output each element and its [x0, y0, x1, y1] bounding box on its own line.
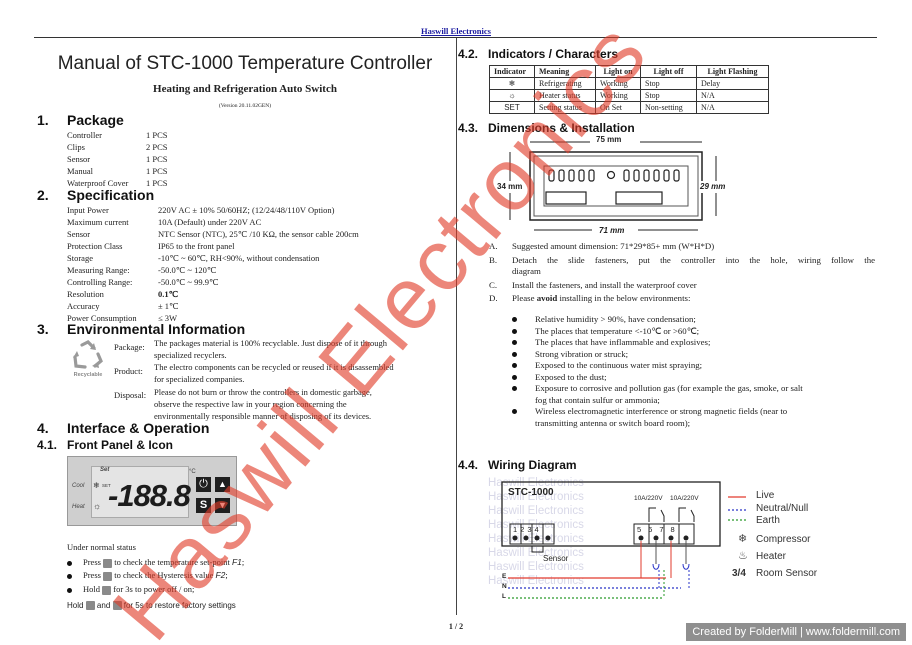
relay-2-rating: 10A/220V — [670, 495, 699, 502]
column-divider — [456, 38, 457, 615]
list-item: Exposure to corrosive and pollution gas … — [512, 383, 875, 395]
dim-height-left: 34 mm — [497, 182, 523, 191]
instr-hysteresis: Press to check the Hysteresis value F2; — [67, 570, 228, 581]
env-product-label: Product: — [114, 366, 143, 376]
env-package-text: The packages material is 100% recyclable… — [154, 338, 387, 348]
instr-setpoint: Press to check the temperature set-point… — [67, 557, 244, 568]
recycle-icon: Recyclable — [70, 340, 106, 378]
up-button[interactable]: ▲ — [215, 477, 230, 492]
line-n-label: N — [502, 583, 507, 590]
panel-heat-label: Heat — [72, 504, 85, 510]
up-key-icon — [103, 558, 113, 568]
env-disposal-text-2: observe the respective law in your regio… — [154, 399, 347, 409]
install-steps: A.Suggested amount dimension: 71*29*85+ … — [489, 241, 875, 303]
section-indicators: 4.2.Indicators / Characters — [458, 47, 619, 61]
doc-subtitle: Heating and Refrigeration Auto Switch — [153, 83, 337, 95]
normal-status: Under normal status — [67, 542, 136, 552]
dim-height-right: 29 mm — [700, 182, 726, 191]
sensor-label: Sensor — [543, 554, 569, 563]
env-product-text-2: for specialized companies. — [154, 374, 245, 384]
section-interface: 4.Interface & Operation — [37, 420, 210, 436]
legend-room-sensor: Room Sensor — [756, 568, 818, 579]
env-disposal-label: Disposal: — [114, 390, 147, 400]
down-key-icon — [112, 601, 122, 611]
lcd-display — [91, 466, 189, 518]
panel-set-small: SET — [102, 483, 111, 488]
section-dimensions: 4.3.Dimensions & Installation — [458, 121, 635, 135]
header-rule — [34, 37, 877, 38]
list-item: Exposed to the dust; — [512, 372, 875, 384]
legend-neutral: Neutral/Null — [756, 503, 809, 514]
set-button[interactable]: S — [196, 498, 211, 513]
instr-power: Hold for 3s to power off / on; — [67, 584, 194, 595]
down-button[interactable]: ▼ — [215, 498, 230, 513]
doc-title: Manual of STC-1000 Temperature Controlle… — [57, 53, 433, 74]
foldermill-footer[interactable]: Created by FolderMill | www.foldermill.c… — [686, 623, 906, 641]
list-item: Exposed to the continuous water mist spr… — [512, 360, 875, 372]
panel-cool-label: Cool — [72, 483, 85, 489]
env-package-text-2: specialized recyclers. — [154, 350, 227, 360]
list-item: The places that have inflammable and exp… — [512, 337, 875, 349]
dim-width-bottom: 71 mm — [599, 226, 625, 235]
terminals-5-8: 5678 — [637, 525, 682, 534]
front-panel: Set Cool Heat ❄ SET ☼ -188.8 °C ⏻ ▲ S ▼ — [67, 456, 237, 526]
section-package: 1.Package — [37, 112, 124, 128]
legend-earth: Earth — [756, 515, 780, 526]
env-disposal-text: Please do not burn or throw the controll… — [154, 387, 372, 397]
environment-bullets: Relative humidity > 90%, have condensati… — [512, 314, 875, 429]
section-front-panel: 4.1.Front Panel & Icon — [37, 438, 174, 452]
legend-live: Live — [756, 490, 775, 501]
env-disposal-text-3: environmentally responsible manner of di… — [154, 411, 372, 421]
panel-unit: °C — [189, 469, 196, 475]
relay-1-rating: 10A/220V — [634, 495, 663, 502]
header-brand[interactable]: Haswill Electronics — [421, 26, 491, 36]
list-item: Relative humidity > 90%, have condensati… — [512, 314, 875, 326]
compressor-icon: ❄ — [738, 533, 748, 545]
power-button[interactable]: ⏻ — [196, 477, 211, 492]
list-item-cont: transmitting antenna or switch board roo… — [535, 417, 691, 428]
legend-heater: Heater — [756, 551, 787, 562]
list-item: Strong vibration or struck; — [512, 349, 875, 361]
snowflake-icon: ❄ — [93, 481, 100, 490]
panel-set-label: Set — [100, 467, 110, 473]
panel-digits: -188.8 — [108, 478, 191, 513]
section-environment: 3.Environmental Information — [37, 321, 246, 337]
list-item: Wireless electromagnetic interference or… — [512, 406, 875, 418]
instr-reset: Hold and for 5s to restore factory setti… — [67, 601, 236, 611]
wiring-model: STC-1000 — [508, 487, 554, 498]
line-l-label: L — [502, 593, 506, 600]
dim-width-top: 75 mm — [596, 135, 622, 144]
page-number: 1 / 2 — [448, 622, 464, 631]
env-package-label: Package: — [114, 342, 145, 352]
section-specification: 2.Specification — [37, 187, 155, 203]
heater-icon: ♨ — [738, 550, 748, 562]
room-sensor-terminals: 3/4 — [732, 568, 746, 579]
dimension-drawing: 75 mm 34 mm 29 mm 71 mm — [496, 134, 732, 238]
up-key-icon — [85, 601, 95, 611]
power-key-icon — [102, 585, 112, 595]
env-product-text: The electro components can be recycled o… — [154, 362, 394, 372]
line-e-label: E — [502, 573, 507, 580]
terminals-1-4: 1234 — [513, 525, 542, 534]
list-item: The places that temperature <-10℃ or >60… — [512, 326, 875, 338]
legend-compressor: Compressor — [756, 534, 811, 545]
sun-icon: ☼ — [93, 501, 102, 511]
section-wiring: 4.4.Wiring Diagram — [458, 458, 577, 472]
down-key-icon — [103, 571, 113, 581]
list-item-cont: fog that contain sulfur or ammonia; — [535, 394, 660, 405]
doc-version: (Version 20.11.02GEN) — [218, 103, 272, 109]
